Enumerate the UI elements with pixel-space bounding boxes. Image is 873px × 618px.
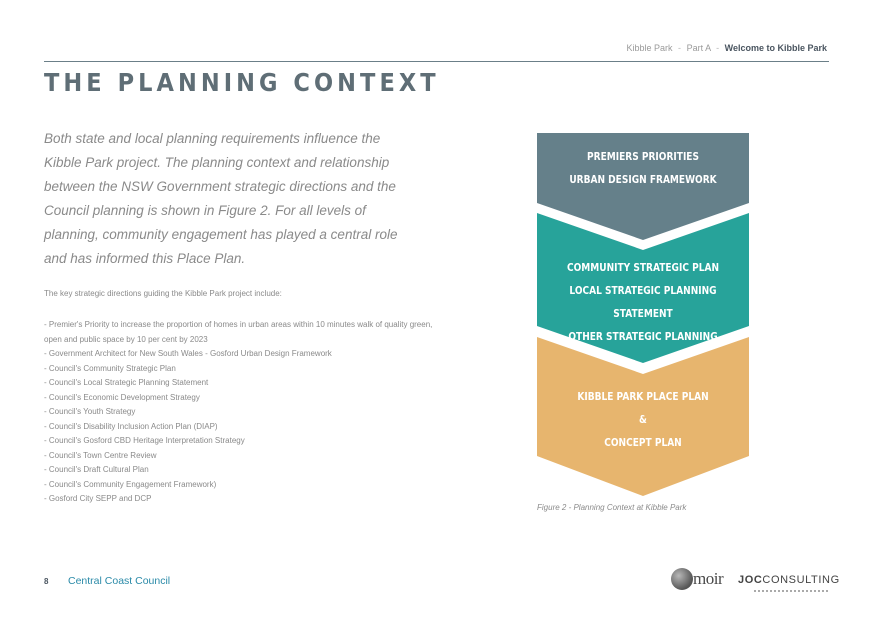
stage-3-line: & xyxy=(639,414,647,426)
stage-3-text: KIBBLE PARK PLACE PLAN & CONCEPT PLAN xyxy=(552,386,734,455)
intro-paragraph: Both state and local planning requiremen… xyxy=(44,131,398,266)
moir-wordmark: moir xyxy=(693,569,724,588)
stage-2-line: LOCAL STRATEGIC PLANNING STATEMENT xyxy=(569,285,717,320)
breadcrumb-part: Part A xyxy=(686,43,711,53)
joc-wordmark-bold: JOC xyxy=(738,574,763,586)
direction-item: - Council's Community Strategic Plan xyxy=(44,363,176,373)
page-title: THE PLANNING CONTEXT xyxy=(44,68,440,97)
directions-list: - Premier's Priority to increase the pro… xyxy=(44,318,434,507)
direction-item: - Council's Town Centre Review xyxy=(44,450,157,460)
direction-item: - Council's Disability Inclusion Action … xyxy=(44,421,218,431)
moir-emblem-icon xyxy=(671,568,693,590)
stage-1-text: PREMIERS PRIORITIES URBAN DESIGN FRAMEWO… xyxy=(552,146,734,192)
direction-item: - Gosford City SEPP and DCP xyxy=(44,494,152,503)
chevron-stage-2 xyxy=(537,213,749,363)
direction-item: - Premier's Priority to increase the pro… xyxy=(44,320,433,344)
directions-intro: The key strategic directions guiding the… xyxy=(44,289,282,298)
figure-caption: Figure 2 - Planning Context at Kibble Pa… xyxy=(537,503,687,512)
breadcrumb-current-page: Welcome to Kibble Park xyxy=(724,43,827,53)
joc-tagline-decoration xyxy=(754,590,828,594)
stage-1-line: URBAN DESIGN FRAMEWORK xyxy=(569,174,717,186)
moir-logo: moir xyxy=(671,568,729,594)
chevron-stage-3 xyxy=(537,337,749,496)
page-number: 8 xyxy=(44,577,49,586)
breadcrumb-section: Kibble Park xyxy=(626,43,673,53)
direction-item: - Government Architect for New South Wal… xyxy=(44,349,332,358)
header-rule xyxy=(44,61,829,62)
chevron-stage-1 xyxy=(537,133,749,240)
stage-3-line: CONCEPT PLAN xyxy=(604,437,682,449)
direction-item: - Council's Economic Development Strateg… xyxy=(44,392,200,402)
stage-1-line: PREMIERS PRIORITIES xyxy=(587,151,699,163)
planning-context-figure: PREMIERS PRIORITIES URBAN DESIGN FRAMEWO… xyxy=(537,133,749,496)
stage-2-line: OTHER STRATEGIC PLANNING xyxy=(568,331,718,343)
direction-item: - Council's Gosford CBD Heritage Interpr… xyxy=(44,436,245,445)
direction-item: - Council's Youth Strategy xyxy=(44,407,136,416)
breadcrumb-separator: - xyxy=(678,43,682,53)
stage-2-line: COMMUNITY STRATEGIC PLAN xyxy=(566,262,720,274)
organisation-name: Central Coast Council xyxy=(68,575,171,587)
header-breadcrumb: Kibble Park - Part A - Welcome to Kibble… xyxy=(627,43,828,53)
joc-wordmark: JOCCONSULTING xyxy=(738,574,839,586)
direction-item: - Council's Community Engagement Framewo… xyxy=(44,479,217,489)
planning-chevrons xyxy=(537,133,749,496)
joc-consulting-logo: JOCCONSULTING xyxy=(738,574,839,596)
stage-2-text: COMMUNITY STRATEGIC PLAN LOCAL STRATEGIC… xyxy=(552,257,734,349)
stage-3-line: KIBBLE PARK PLACE PLAN xyxy=(577,391,709,403)
joc-wordmark-rest: CONSULTING xyxy=(762,574,840,586)
direction-item: - Council's Local Strategic Planning Sta… xyxy=(44,378,209,387)
direction-item: - Council's Draft Cultural Plan xyxy=(44,465,149,474)
breadcrumb-separator-2: - xyxy=(716,43,720,53)
